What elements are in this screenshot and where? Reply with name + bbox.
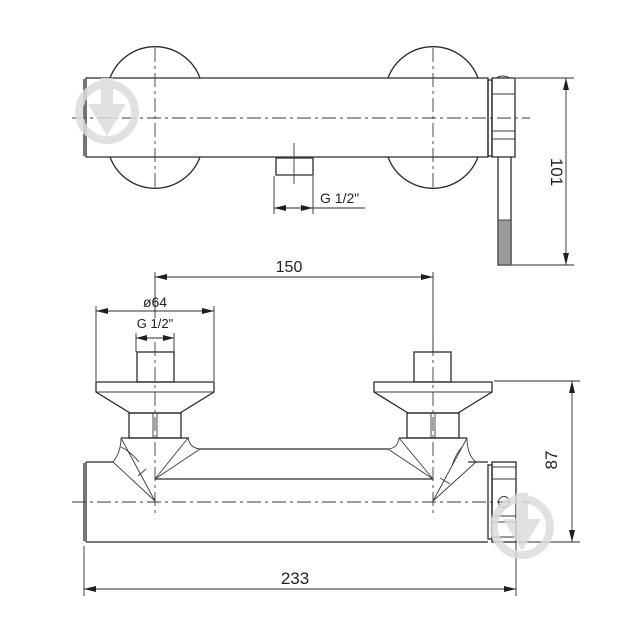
download-arrow-circle-icon xyxy=(490,493,554,559)
lever-knurled-grip xyxy=(497,219,512,266)
top-view: G 1/2" 101 xyxy=(72,46,574,266)
outlet-thread-label: G 1/2" xyxy=(320,190,359,206)
top-height-dimension: 101 xyxy=(547,158,566,186)
front-height-dimension: 87 xyxy=(542,451,561,470)
inlet-thread-label: G 1/2" xyxy=(137,316,174,331)
right-flange-bottom-arc xyxy=(387,156,479,189)
overall-length-label: 233 xyxy=(281,569,309,588)
left-flange-bottom-arc xyxy=(109,156,201,189)
outlet-nipple xyxy=(275,157,314,176)
center-distance-label: 150 xyxy=(276,259,303,276)
handle-ring xyxy=(491,77,516,158)
download-arrow-circle-icon xyxy=(75,78,139,144)
mixer-body-front xyxy=(83,437,488,543)
flange-diameter-label: ø64 xyxy=(143,294,167,310)
left-flange-top-arc xyxy=(109,46,201,79)
mixer-body-top xyxy=(85,77,489,158)
front-view: 150 ø64 G 1/2" xyxy=(72,259,580,596)
right-flange-top-arc xyxy=(387,46,479,79)
